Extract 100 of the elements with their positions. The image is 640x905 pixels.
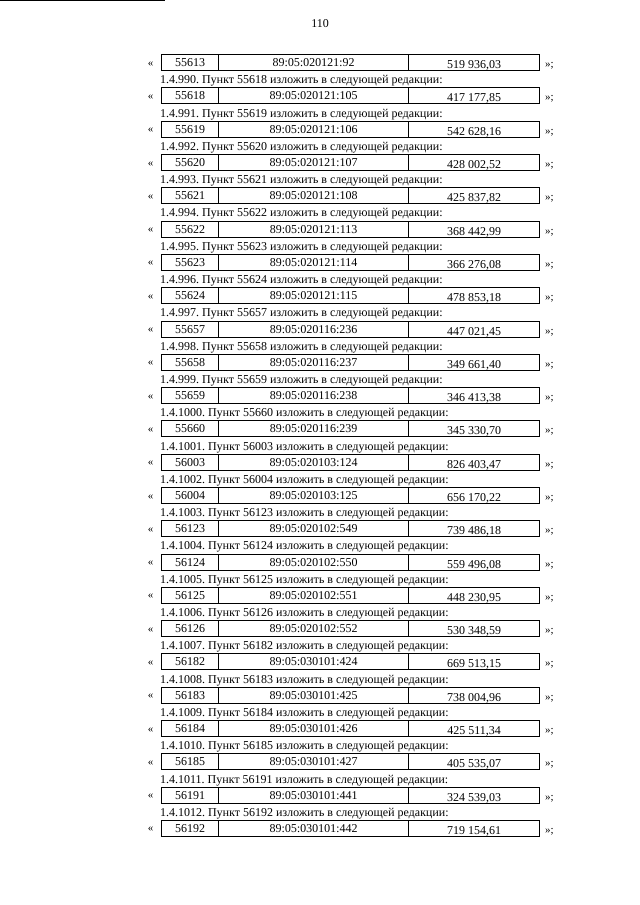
table-cell: 89:05:020121:92 — [219, 55, 409, 70]
table-cell-text: 447 021,45 — [446, 322, 502, 337]
quote-mark: « — [146, 754, 154, 769]
table-cell: 89:05:030101:427 — [219, 754, 409, 770]
table-cell: 89:05:020116:237 — [219, 354, 409, 370]
quote-mark: « — [146, 455, 154, 470]
table-cell-text: 530 348,59 — [446, 622, 502, 636]
quote-mark: « — [146, 288, 154, 303]
quote-mark: « — [146, 322, 154, 336]
table-cell: 56003 — [162, 454, 219, 470]
quote-mark: « — [146, 188, 154, 203]
quote-mark: « — [146, 688, 154, 702]
table-cell: 89:05:020103:124 — [219, 454, 409, 470]
table-cell-text: 738 004,96 — [446, 688, 502, 703]
quote-mark: »; — [545, 690, 554, 704]
table-cell: 55620 — [162, 155, 219, 170]
quote-mark: « — [146, 88, 154, 103]
table-cell-text: 349 661,40 — [446, 356, 502, 370]
quote-mark: »; — [545, 423, 554, 438]
table-cell: 56184 — [162, 721, 219, 736]
table-cell-text: 542 628,16 — [446, 122, 502, 137]
paragraph-text: 1.4.1009. Пункт 56184 изложить в следующей редакции: — [160, 704, 450, 720]
table-cell: 89:05:020121:106 — [219, 122, 409, 137]
quote-mark: »; — [545, 723, 554, 738]
paragraph-text: 1.4.992. Пункт 55620 изложить в следующей редакции: — [160, 138, 444, 154]
quote-mark: »; — [545, 456, 554, 471]
table-cell-text: 559 496,08 — [446, 556, 502, 570]
quote-mark: »; — [545, 356, 554, 371]
table-cell: 89:05:020121:113 — [219, 222, 409, 237]
quote-mark: »; — [545, 790, 554, 804]
table-cell: 89:05:020102:549 — [219, 521, 409, 536]
paragraph-text: 1.4.994. Пункт 55622 изложить в следующей редакции: — [160, 204, 444, 220]
table-cell-text: 368 442,99 — [446, 222, 502, 237]
paragraph-text: 1.4.998. Пункт 55658 изложить в следующей редакции: — [160, 338, 444, 354]
table-cell: 89:05:030101:441 — [219, 788, 409, 803]
table-cell-text: 428 002,52 — [446, 156, 502, 170]
table-cell-text: 656 170,22 — [446, 489, 502, 503]
table-cell-text: 324 539,03 — [446, 788, 502, 803]
quote-mark: « — [146, 56, 154, 70]
table-cell: 56183 — [162, 688, 219, 703]
table-cell: 89:05:020121:107 — [219, 155, 409, 170]
paragraph-text: 1.4.1011. Пункт 56191 изложить в следующей редакции: — [160, 770, 450, 787]
quote-mark: »; — [545, 290, 554, 304]
paragraph-text: 1.4.991. Пункт 55619 изложить в следующей редакции: — [160, 104, 444, 121]
table-cell-text: 669 513,15 — [446, 655, 502, 670]
table-cell: 89:05:020103:125 — [219, 488, 409, 503]
table-cell: 55658 — [162, 354, 219, 370]
quote-mark: »; — [545, 490, 554, 504]
table-cell-text: 417 177,85 — [446, 89, 502, 104]
table-cell: 89:05:030101:442 — [219, 820, 409, 836]
table-cell: 55623 — [162, 254, 219, 270]
table-cell: 89:05:020116:236 — [219, 322, 409, 337]
paragraph-text: 1.4.996. Пункт 55624 изложить в следующей редакции: — [160, 271, 444, 288]
table-cell: 89:05:020121:115 — [219, 288, 409, 304]
table-cell: 55659 — [162, 388, 219, 404]
quote-mark: »; — [545, 822, 554, 837]
paragraph-text: 1.4.995. Пункт 55623 изложить в следующей редакции: — [160, 238, 444, 254]
table-cell: 89:05:020116:238 — [219, 388, 409, 404]
table-cell-text: 478 853,18 — [446, 289, 502, 304]
table-cell: 55621 — [162, 188, 219, 204]
table-cell: 89:05:020121:114 — [219, 254, 409, 270]
quote-mark: »; — [545, 90, 554, 104]
quote-mark: »; — [545, 224, 554, 238]
paragraph-text: 1.4.1002. Пункт 56004 изложить в следующей редакции: — [160, 470, 450, 487]
quote-mark: « — [146, 555, 154, 570]
table-cell: 56004 — [162, 488, 219, 503]
paragraph-text: 1.4.1004. Пункт 56124 изложить в следующей редакции: — [160, 537, 450, 554]
quote-mark: »; — [545, 190, 554, 204]
quote-mark: »; — [545, 124, 554, 138]
paragraph-text: 1.4.1006. Пункт 56126 изложить в следующей редакции: — [160, 604, 450, 620]
table-cell-text: 405 535,07 — [446, 755, 502, 770]
page-number: 110 — [310, 15, 330, 32]
table-cell: 89:05:020102:551 — [219, 588, 409, 603]
table-cell: 56191 — [162, 788, 219, 803]
table-cell: 55619 — [162, 122, 219, 137]
table-cell: 89:05:020102:550 — [219, 554, 409, 570]
table-cell-text: 448 230,95 — [446, 588, 502, 603]
table-cell: 55624 — [162, 288, 219, 304]
paragraph-text: 1.4.999. Пункт 55659 изложить в следующей редакции: — [160, 370, 444, 387]
quote-mark: « — [146, 122, 154, 136]
table-cell: 56124 — [162, 554, 219, 570]
table-cell: 56126 — [162, 621, 219, 636]
table-cell: 56125 — [162, 588, 219, 603]
quote-mark: »; — [545, 590, 554, 604]
paragraph-text: 1.4.1010. Пункт 56185 изложить в следующей редакции: — [160, 737, 450, 754]
quote-mark: « — [146, 355, 154, 370]
quote-mark: »; — [545, 157, 554, 172]
paragraph-text: 1.4.1001. Пункт 56003 изложить в следующей редакции: — [160, 438, 450, 454]
table-cell: 56192 — [162, 820, 219, 836]
quote-mark: « — [146, 156, 154, 170]
quote-mark: « — [146, 488, 154, 502]
quote-mark: « — [146, 255, 154, 270]
quote-mark: « — [146, 788, 154, 802]
paragraph-text: 1.4.1012. Пункт 56192 изложить в следующей редакции: — [160, 804, 450, 820]
table-cell-text: 519 936,03 — [446, 56, 502, 70]
quote-mark: « — [146, 722, 154, 736]
quote-mark: »; — [545, 623, 554, 638]
table-cell-text: 425 837,82 — [446, 189, 502, 204]
quote-mark: « — [146, 588, 154, 602]
table-cell: 55622 — [162, 222, 219, 237]
